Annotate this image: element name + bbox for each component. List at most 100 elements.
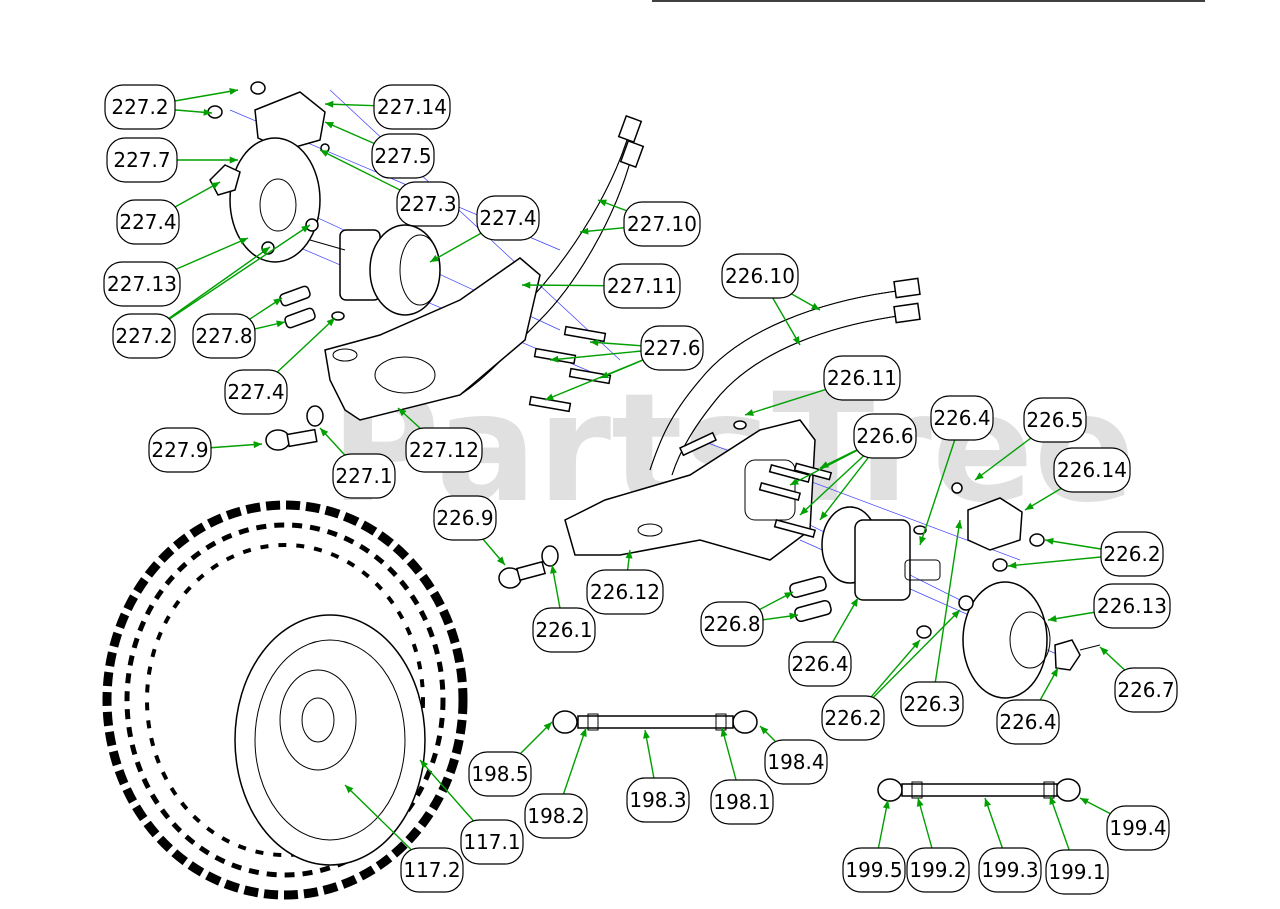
leader-arrowhead [590, 339, 599, 347]
callout-label: 199.4 [1109, 816, 1166, 840]
part-callout[interactable]: 227.5 [371, 133, 435, 179]
part-callout[interactable]: 227.12 [405, 427, 483, 473]
callout-box [853, 413, 917, 459]
leader-arrowhead [625, 550, 633, 559]
part-callout[interactable]: 226.13 [1093, 583, 1171, 629]
callout-label: 227.2 [115, 324, 172, 348]
part-callout[interactable]: 226.1 [532, 607, 596, 653]
part-callout[interactable]: 227.4 [476, 195, 540, 241]
callout-box [396, 181, 460, 227]
callout-box [900, 681, 964, 727]
leader-arrowhead [720, 728, 728, 737]
part-callout[interactable]: 198.1 [710, 779, 774, 825]
callout-box [930, 395, 994, 441]
part-callout[interactable]: 227.10 [623, 201, 701, 247]
leader-arrowhead [580, 227, 589, 235]
part-callout[interactable]: 227.1 [332, 453, 396, 499]
callout-label: 226.2 [1103, 542, 1160, 566]
leader-arrowhead [955, 520, 963, 529]
part-callout[interactable]: 226.3 [900, 681, 964, 727]
leader-arrowhead [911, 640, 920, 649]
callout-box [1114, 667, 1178, 713]
part-callout[interactable]: 227.8 [192, 313, 256, 359]
part-callout[interactable]: 199.5 [842, 847, 906, 893]
part-callout[interactable]: 226.4 [996, 699, 1060, 745]
brake-disc-226-13 [962, 581, 1048, 699]
leader-arrowhead [430, 254, 439, 262]
part-callout[interactable]: 226.11 [823, 355, 901, 401]
part-callout[interactable]: 227.4 [224, 369, 288, 415]
leader-arrowhead [326, 318, 335, 327]
callout-box [700, 601, 764, 647]
part-callout[interactable]: 226.2 [1100, 531, 1164, 577]
part-callout[interactable]: 226.8 [700, 601, 764, 647]
part-callout[interactable]: 117.1 [460, 819, 524, 865]
callout-label: 198.2 [527, 804, 584, 828]
part-callout[interactable]: 226.12 [586, 569, 664, 615]
leader-arrowhead [325, 100, 334, 108]
callout-label: 227.11 [607, 274, 677, 298]
part-callout[interactable]: 117.2 [400, 847, 464, 893]
leader-arrowhead [398, 408, 407, 417]
callout-box [788, 641, 852, 687]
part-callout[interactable]: 227.9 [148, 427, 212, 473]
part-callout[interactable]: 226.4 [930, 395, 994, 441]
part-callout[interactable]: 227.2 [104, 84, 176, 130]
part-callout[interactable]: 198.3 [626, 777, 690, 823]
fitting-226-8-b [794, 599, 832, 623]
callout-box [460, 819, 524, 865]
part-callout[interactable]: 227.4 [116, 199, 180, 245]
callout-box [623, 201, 701, 247]
part-callout[interactable]: 226.7 [1114, 667, 1178, 713]
part-callout[interactable]: 226.2 [821, 695, 885, 741]
callout-box [116, 199, 180, 245]
part-callout[interactable]: 227.3 [396, 181, 460, 227]
callout-label: 227.8 [195, 324, 252, 348]
part-callout[interactable]: 226.14 [1053, 447, 1131, 493]
hub-226-4 [1054, 639, 1081, 671]
part-callout[interactable]: 226.9 [433, 495, 497, 541]
callout-box [1023, 397, 1087, 443]
leader-arrowhead [598, 199, 607, 207]
tie-rod-199 [877, 778, 1081, 802]
part-callout[interactable]: 198.4 [764, 739, 828, 785]
part-callout[interactable]: 199.1 [1045, 849, 1109, 895]
part-callout[interactable]: 226.6 [853, 413, 917, 459]
part-callout[interactable]: 199.3 [978, 847, 1042, 893]
part-callout[interactable]: 198.2 [524, 793, 588, 839]
fitting-226-11 [678, 431, 718, 457]
hydraulic-motor-rear [309, 224, 441, 316]
part-callout[interactable]: 226.10 [721, 253, 799, 299]
part-callout[interactable]: 198.5 [468, 751, 532, 797]
leader-arrowhead [203, 108, 212, 116]
wheel-and-tire [102, 500, 468, 900]
callout-box [640, 325, 704, 371]
part-callout[interactable]: 226.5 [1023, 397, 1087, 443]
leader-arrowhead [273, 298, 282, 306]
part-callout[interactable]: 227.13 [103, 261, 181, 307]
callout-label: 227.7 [113, 148, 170, 172]
part-callout[interactable]: 199.2 [906, 847, 970, 893]
part-callout[interactable]: 227.11 [603, 263, 681, 309]
part-callout[interactable]: 227.2 [112, 313, 176, 359]
callout-label: 117.2 [403, 858, 460, 882]
leader-arrowhead [643, 730, 650, 739]
part-callout[interactable]: 227.6 [640, 325, 704, 371]
leader-arrowhead [800, 506, 809, 515]
part-callout[interactable]: 226.4 [788, 641, 852, 687]
part-callout[interactable]: 227.7 [106, 137, 178, 183]
leader-arrowhead [882, 800, 890, 809]
leader-arrowhead [320, 428, 329, 437]
leader-arrowhead [790, 478, 799, 485]
callout-label: 226.4 [791, 652, 848, 676]
leader-arrowhead [1049, 796, 1057, 805]
callout-box [104, 84, 176, 130]
callout-label: 227.10 [627, 212, 697, 236]
callout-box [978, 847, 1042, 893]
callout-box [906, 847, 970, 893]
part-callout[interactable]: 199.4 [1106, 805, 1170, 851]
part-callout[interactable]: 227.14 [373, 84, 451, 130]
callout-box [433, 495, 497, 541]
callout-label: 226.8 [703, 612, 760, 636]
